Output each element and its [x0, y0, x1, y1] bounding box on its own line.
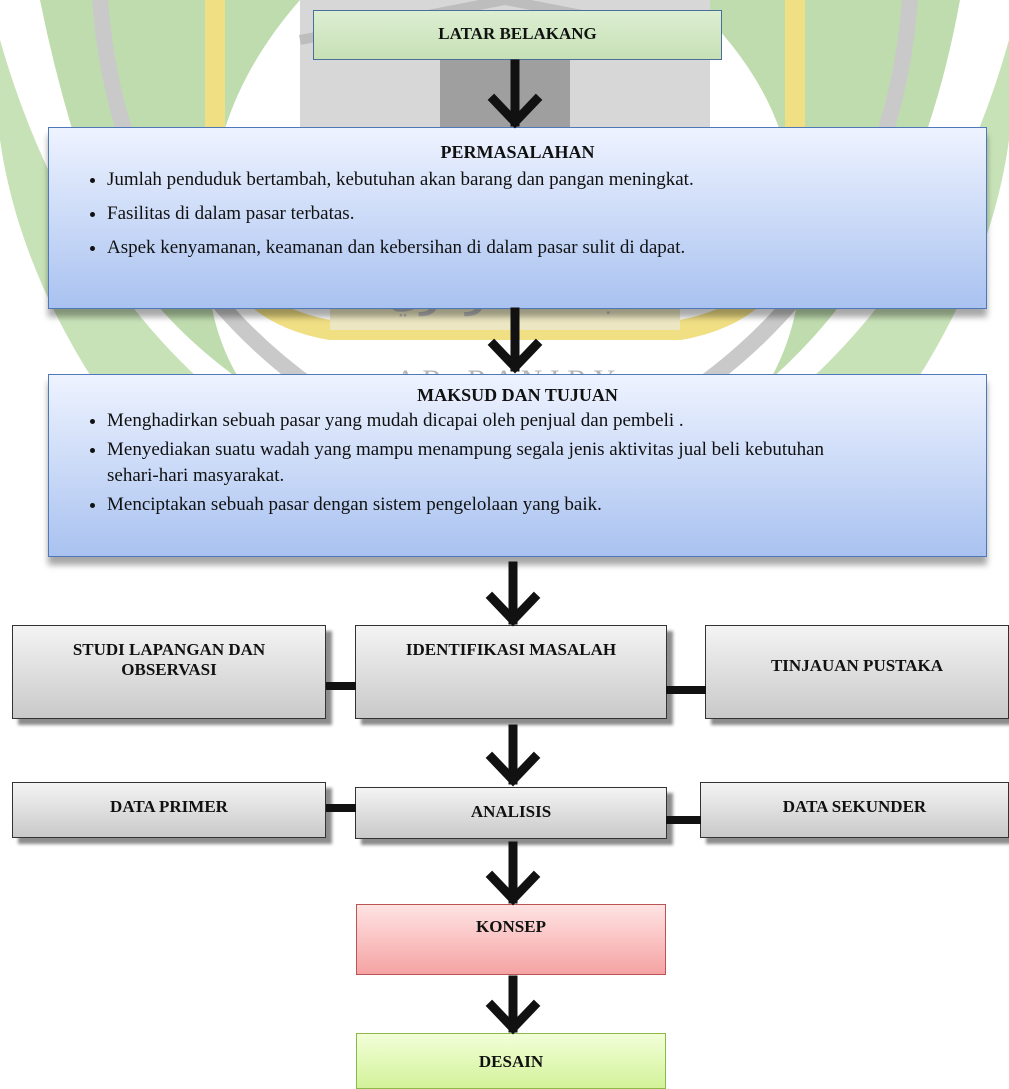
konsep-box: KONSEP — [356, 904, 666, 975]
permasalahan-list: Jumlah penduduk bertambah, kebutuhan aka… — [49, 163, 986, 265]
analisis-label: ANALISIS — [470, 802, 552, 821]
list-item: Aspek kenyamanan, keamanan dan kebersiha… — [107, 231, 986, 265]
konsep-label: KONSEP — [476, 917, 546, 936]
list-item: Menciptakan sebuah pasar dengan sistem p… — [107, 492, 866, 518]
list-item: Jumlah penduduk bertambah, kebutuhan aka… — [107, 163, 986, 197]
latar-belakang-label: LATAR BELAKANG — [438, 24, 597, 43]
analisis-box: ANALISIS — [355, 787, 667, 839]
studi-lapangan-label: STUDI LAPANGAN DAN OBSERVASI — [72, 640, 266, 679]
desain-box: DESAIN — [356, 1033, 666, 1089]
data-primer-label: DATA PRIMER — [110, 797, 228, 816]
arrow-down-icon — [487, 59, 543, 129]
latar-belakang-box: LATAR BELAKANG — [313, 10, 722, 60]
tinjauan-pustaka-label: TINJAUAN PUSTAKA — [770, 656, 944, 675]
desain-label: DESAIN — [478, 1052, 544, 1071]
list-item: Menyediakan suatu wadah yang mampu menam… — [107, 437, 866, 489]
data-sekunder-label: DATA SEKUNDER — [782, 797, 927, 816]
data-primer-box: DATA PRIMER — [12, 782, 326, 838]
arrow-down-icon — [487, 307, 543, 374]
maksud-tujuan-list: Menghadirkan sebuah pasar yang mudah dic… — [49, 408, 986, 518]
list-item: Fasilitas di dalam pasar terbatas. — [107, 197, 986, 231]
identifikasi-masalah-box: IDENTIFIKASI MASALAH — [355, 625, 667, 719]
tinjauan-pustaka-box: TINJAUAN PUSTAKA — [705, 625, 1009, 719]
studi-lapangan-box: STUDI LAPANGAN DAN OBSERVASI — [12, 625, 326, 719]
arrow-down-icon — [485, 724, 541, 787]
maksud-tujuan-box: MAKSUD DAN TUJUAN Menghadirkan sebuah pa… — [48, 374, 987, 557]
arrow-down-icon — [485, 975, 541, 1035]
arrow-down-icon — [485, 561, 541, 627]
maksud-tujuan-title: MAKSUD DAN TUJUAN — [417, 385, 618, 405]
identifikasi-masalah-label: IDENTIFIKASI MASALAH — [405, 640, 617, 659]
permasalahan-box: PERMASALAHAN Jumlah penduduk bertambah, … — [48, 127, 987, 309]
data-sekunder-box: DATA SEKUNDER — [700, 782, 1009, 838]
permasalahan-title: PERMASALAHAN — [440, 142, 595, 162]
list-item: Menghadirkan sebuah pasar yang mudah dic… — [107, 408, 866, 434]
arrow-down-icon — [485, 841, 541, 906]
